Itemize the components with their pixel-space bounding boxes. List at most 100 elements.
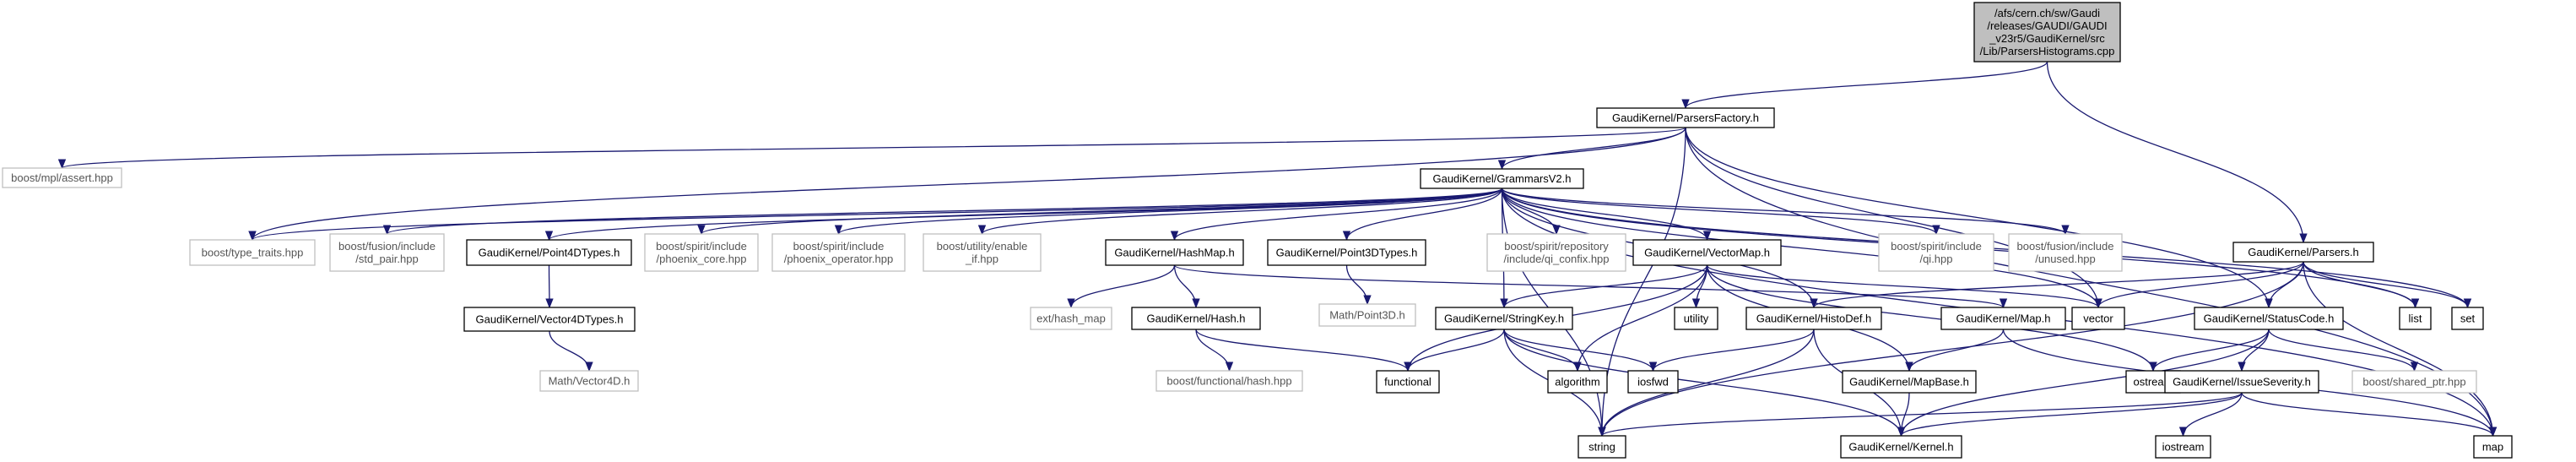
node-kernel-box xyxy=(1840,435,1962,459)
node-phoenix_core: boost/spirit/include/phoenix_core.hpp xyxy=(644,233,759,272)
node-point4d[interactable]: GaudiKernel/Point4DTypes.h xyxy=(466,239,632,266)
node-shared_ptr-box xyxy=(2351,370,2477,394)
node-parsers-label: GaudiKernel/Parsers.h xyxy=(2248,246,2359,258)
node-std_pair-label: /std_pair.hpp xyxy=(355,253,418,265)
node-stringkey[interactable]: GaudiKernel/StringKey.h xyxy=(1435,307,1573,330)
node-grammars-box xyxy=(1420,168,1584,189)
node-root[interactable]: /afs/cern.ch/sw/Gaudi/releases/GAUDI/GAU… xyxy=(1973,2,2121,63)
node-algorithm[interactable]: algorithm xyxy=(1547,370,1608,394)
node-root-label: /Lib/ParsersHistograms.cpp xyxy=(1980,45,2115,57)
edge-point3d-to-point3d_h xyxy=(1345,264,1372,306)
node-vectormap-box xyxy=(1632,239,1782,266)
node-mapbase-box xyxy=(1842,370,1977,394)
edge-vectormap-to-vector xyxy=(1706,264,2102,309)
node-enable_if: boost/utility/enable_if.hpp xyxy=(923,233,1042,272)
edge-grammars-to-type_traits xyxy=(248,188,1503,242)
node-ext_hash_map: ext/hash_map xyxy=(1030,307,1112,330)
node-vector4d-box xyxy=(463,307,636,332)
edge-map_h-to-mapbase xyxy=(1905,329,2005,372)
node-phoenix_core-label: boost/spirit/include xyxy=(656,240,747,253)
node-unused-box xyxy=(2008,233,2123,272)
node-utility-box xyxy=(1674,307,1718,330)
node-iosfwd-label: iosfwd xyxy=(1637,376,1669,389)
node-map[interactable]: map xyxy=(2473,435,2513,459)
node-type_traits-label: boost/type_traits.hpp xyxy=(202,247,304,259)
edge-hash-to-functional_hash xyxy=(1195,329,1234,372)
node-map_h[interactable]: GaudiKernel/Map.h xyxy=(1940,307,2066,330)
node-grammars[interactable]: GaudiKernel/GrammarsV2.h xyxy=(1420,168,1584,189)
node-issueseverity[interactable]: GaudiKernel/IssueSeverity.h xyxy=(2164,370,2319,394)
node-iostream[interactable]: iostream xyxy=(2155,435,2211,459)
edge-parsers-to-histodef xyxy=(1810,261,2304,309)
edge-vectormap-to-algorithm xyxy=(1573,264,1708,372)
node-phoenix_core-box xyxy=(644,233,759,272)
node-unused: boost/fusion/include/unused.hpp xyxy=(2008,233,2123,272)
node-std_pair: boost/fusion/include/std_pair.hpp xyxy=(329,233,445,272)
node-vector[interactable]: vector xyxy=(2071,307,2125,330)
edge-point4d-to-vector4d xyxy=(545,264,554,309)
node-qi-label: boost/spirit/include xyxy=(1891,240,1982,253)
edge-hash-to-functional xyxy=(1195,329,1412,372)
node-unused-label: boost/fusion/include xyxy=(2017,240,2114,253)
node-vector-label: vector xyxy=(2083,313,2113,325)
edge-histodef-to-string xyxy=(1598,329,1815,438)
node-utility-label: utility xyxy=(1684,313,1709,325)
edge-stringkey-to-iosfwd xyxy=(1503,329,1658,372)
node-kernel[interactable]: GaudiKernel/Kernel.h xyxy=(1840,435,1962,459)
node-histodef[interactable]: GaudiKernel/HistoDef.h xyxy=(1745,307,1882,330)
node-std_pair-label: boost/fusion/include xyxy=(338,240,436,253)
node-set-label: set xyxy=(2460,313,2476,325)
node-set[interactable]: set xyxy=(2451,307,2484,330)
node-root-label: _v23r5/GaudiKernel/src xyxy=(1989,32,2105,45)
node-parsersfactory[interactable]: GaudiKernel/ParsersFactory.h xyxy=(1596,107,1775,128)
node-string-box xyxy=(1578,435,1626,459)
node-mapbase[interactable]: GaudiKernel/MapBase.h xyxy=(1842,370,1977,394)
node-vectormap[interactable]: GaudiKernel/VectorMap.h xyxy=(1632,239,1782,266)
edge-grammars-to-point3d xyxy=(1342,188,1503,242)
edge-issueseverity-to-string xyxy=(1598,392,2243,438)
node-statuscode[interactable]: GaudiKernel/StatusCode.h xyxy=(2194,307,2344,330)
node-point3d-label: GaudiKernel/Point3DTypes.h xyxy=(1276,247,1418,259)
node-statuscode-box xyxy=(2194,307,2344,330)
node-iostream-box xyxy=(2155,435,2211,459)
node-phoenix_op-label: /phoenix_operator.hpp xyxy=(784,253,893,265)
edge-grammars-to-unused xyxy=(1501,188,2070,236)
node-assert-box xyxy=(2,167,122,188)
node-string[interactable]: string xyxy=(1578,435,1626,459)
node-statuscode-label: GaudiKernel/StatusCode.h xyxy=(2204,313,2335,325)
node-histodef-box xyxy=(1745,307,1882,330)
node-iosfwd[interactable]: iosfwd xyxy=(1627,370,1679,394)
node-point3d_h: Math/Point3D.h xyxy=(1318,303,1416,327)
node-qi_config-label: /include/qi_confix.hpp xyxy=(1503,253,1609,265)
node-root-label: /afs/cern.ch/sw/Gaudi xyxy=(1994,7,2100,19)
edge-parsersfactory-to-type_traits xyxy=(248,127,1686,242)
node-algorithm-box xyxy=(1547,370,1608,394)
node-qi-box xyxy=(1878,233,1994,272)
node-iosfwd-box xyxy=(1627,370,1679,394)
node-map-box xyxy=(2473,435,2513,459)
node-iostream-label: iostream xyxy=(2162,441,2205,454)
node-parsers-box xyxy=(2232,242,2374,263)
node-root-label: /releases/GAUDI/GAUDI xyxy=(1987,19,2107,32)
node-parsersfactory-label: GaudiKernel/ParsersFactory.h xyxy=(1612,111,1759,124)
node-qi_config-box xyxy=(1486,233,1626,272)
node-functional[interactable]: functional xyxy=(1376,370,1440,394)
node-shared_ptr-label: boost/shared_ptr.hpp xyxy=(2362,376,2465,389)
node-parsers[interactable]: GaudiKernel/Parsers.h xyxy=(2232,242,2374,263)
edge-stringkey-to-functional xyxy=(1404,329,1505,372)
node-type_traits-box xyxy=(189,239,316,266)
node-vector4d[interactable]: GaudiKernel/Vector4DTypes.h xyxy=(463,307,636,332)
node-point3d[interactable]: GaudiKernel/Point3DTypes.h xyxy=(1267,239,1426,266)
edge-issueseverity-to-kernel xyxy=(1897,392,2243,438)
edge-root-to-parsers xyxy=(2046,61,2308,244)
node-utility[interactable]: utility xyxy=(1674,307,1718,330)
node-vector4d_h-label: Math/Vector4D.h xyxy=(549,375,630,388)
node-list[interactable]: list xyxy=(2399,307,2432,330)
node-enable_if-label: boost/utility/enable xyxy=(937,240,1028,253)
node-hashmap[interactable]: GaudiKernel/HashMap.h xyxy=(1105,239,1244,266)
edge-statuscode-to-shared_ptr xyxy=(2268,329,2419,372)
node-vectormap-label: GaudiKernel/VectorMap.h xyxy=(1644,247,1770,259)
edge-statuscode-to-kernel xyxy=(1897,329,2270,438)
node-hash[interactable]: GaudiKernel/Hash.h xyxy=(1131,307,1261,330)
node-enable_if-label: _if.hpp xyxy=(965,253,998,265)
